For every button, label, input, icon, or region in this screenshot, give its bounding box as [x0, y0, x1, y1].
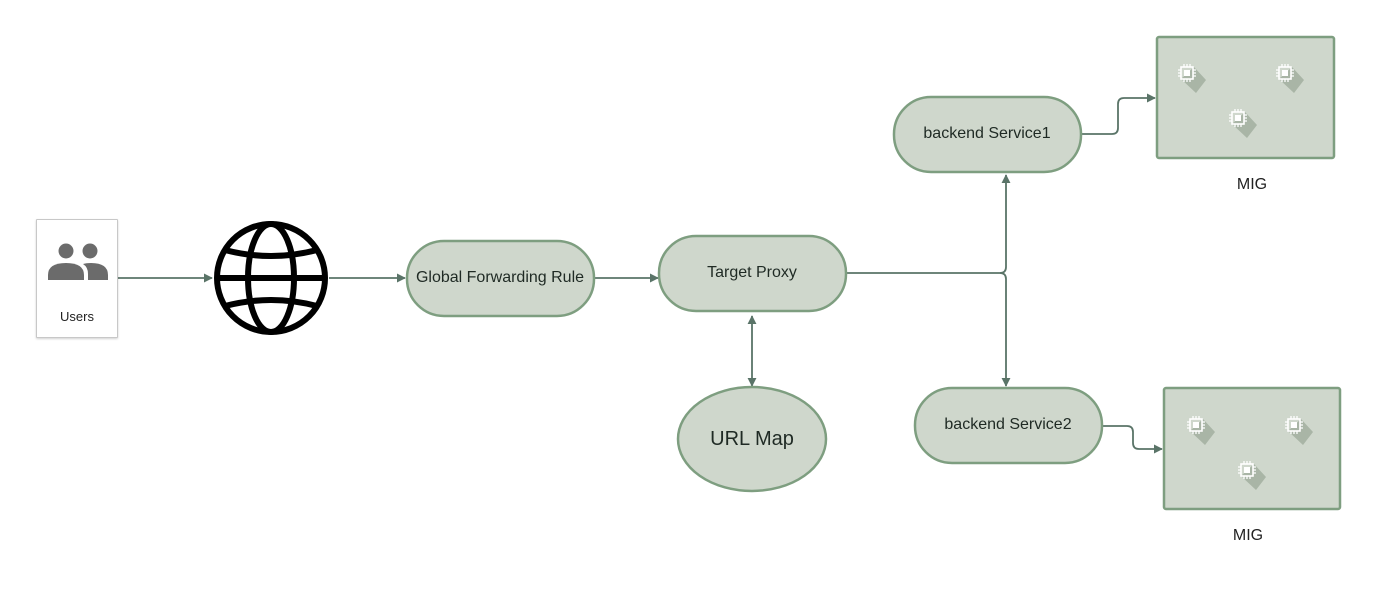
compute-instance-icon	[1237, 460, 1266, 490]
node-target-proxy-label: Target Proxy	[707, 264, 797, 281]
node-backend-service-1-label: backend Service1	[923, 125, 1050, 142]
node-target-proxy[interactable]: Target Proxy	[657, 234, 848, 313]
globe-icon	[214, 221, 328, 335]
node-url-map[interactable]: URL Map	[676, 385, 828, 493]
compute-instance-icon	[1186, 415, 1215, 445]
compute-instance-icon	[1228, 108, 1257, 138]
compute-instance-icon	[1284, 415, 1313, 445]
mig-2[interactable]	[1162, 386, 1342, 511]
users-icon	[48, 243, 108, 280]
users-label: Users	[60, 309, 94, 324]
connectors	[118, 93, 1163, 454]
mig-1[interactable]	[1155, 35, 1336, 160]
mig-1-label: MIG	[1236, 176, 1268, 193]
node-global-forwarding-rule-label: Global Forwarding Rule	[416, 269, 584, 286]
node-global-forwarding-rule[interactable]: Global Forwarding Rule	[405, 239, 596, 318]
connector-backend-1-to-mig-1	[1082, 93, 1156, 135]
node-backend-service-2[interactable]: backend Service2	[913, 386, 1104, 465]
compute-instance-icon	[1177, 63, 1206, 93]
mig-2-label: MIG	[1232, 527, 1264, 544]
connector-target-proxy-to-backend-2	[999, 272, 1011, 387]
users-card[interactable]: Users	[36, 219, 118, 338]
node-backend-service-1[interactable]: backend Service1	[892, 95, 1083, 174]
connector-backend-2-to-mig-2	[1102, 425, 1163, 454]
connector-target-proxy-to-backend-1	[846, 174, 1011, 274]
node-url-map-label: URL Map	[710, 428, 794, 450]
node-backend-service-2-label: backend Service2	[944, 416, 1071, 433]
compute-instance-icon	[1275, 63, 1304, 93]
